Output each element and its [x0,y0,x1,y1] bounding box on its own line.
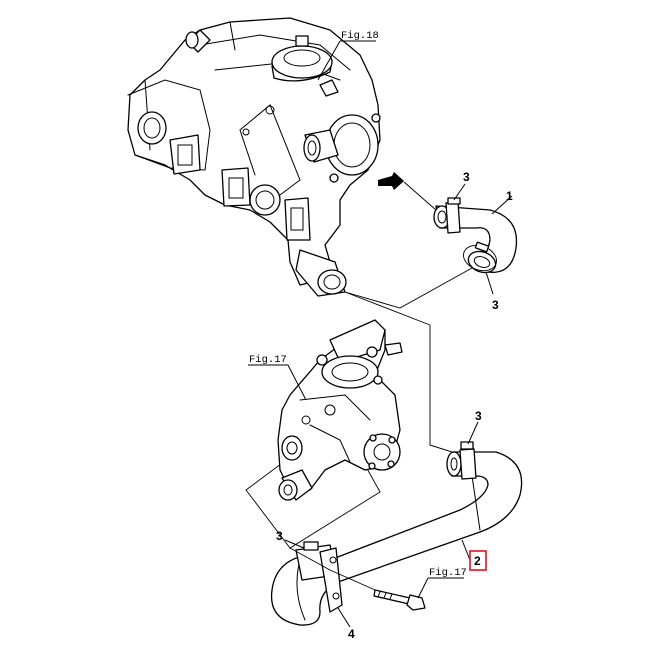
clamp-upper-b[interactable] [460,241,500,275]
thermostat-housing[interactable] [127,17,381,297]
callout-3-upper-b[interactable]: 3 [492,298,499,312]
callout-3-lower-a[interactable]: 3 [475,409,482,423]
flow-arrow-icon [378,172,404,190]
leader-lines [248,40,513,628]
callout-1[interactable]: 1 [506,189,513,203]
callout-3-upper-a[interactable]: 3 [463,170,470,184]
callout-2-highlight-box [469,550,487,571]
bracket-4[interactable] [319,547,343,613]
fig-ref-pump[interactable]: Fig.17 [249,354,287,366]
clamp-lower-a[interactable] [459,441,477,480]
connection-line-outlet [344,267,473,309]
callout-2[interactable]: 2 [474,554,481,568]
connection-line-upper [403,181,437,211]
water-pump[interactable] [245,319,403,549]
callout-3-lower-b[interactable]: 3 [276,529,283,543]
clamp-upper-a[interactable] [445,197,461,234]
bolt[interactable] [373,589,426,611]
callout-4[interactable]: 4 [348,627,355,641]
fig-ref-bolt[interactable]: Fig.17 [429,567,467,579]
fig-ref-upper[interactable]: Fig.18 [341,30,379,42]
connection-line-lower [429,444,453,453]
connection-line-pump [289,547,376,591]
